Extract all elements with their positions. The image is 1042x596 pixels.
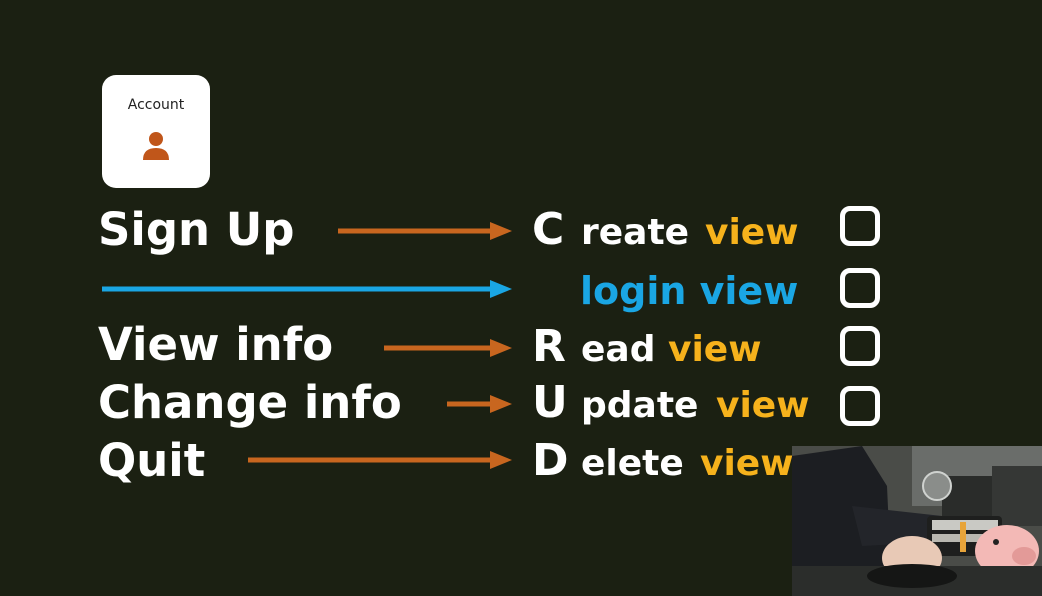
webcam-overlay bbox=[792, 446, 1042, 596]
crud-letter-d: D bbox=[532, 435, 569, 486]
crud-rest-create: reate bbox=[581, 212, 690, 253]
crud-letter-r: R bbox=[532, 321, 566, 372]
arrow-sign-up bbox=[338, 222, 512, 240]
arrow-view-info bbox=[384, 339, 512, 357]
crud-rest-read: ead bbox=[581, 329, 656, 370]
left-label-sign-up: Sign Up bbox=[98, 203, 295, 256]
crud-letter-c: C bbox=[532, 204, 565, 255]
webcam-feed-image bbox=[792, 446, 1042, 596]
crud-view-delete: view bbox=[700, 443, 794, 484]
crud-view-update: view bbox=[716, 385, 810, 426]
account-card: Account bbox=[102, 75, 210, 188]
crud-letter-u: U bbox=[532, 377, 568, 428]
arrow-change-info bbox=[447, 395, 512, 413]
left-label-change-info: Change info bbox=[98, 376, 402, 429]
crud-rest-delete: elete bbox=[581, 443, 684, 484]
left-label-quit: Quit bbox=[98, 434, 206, 487]
checkbox-read[interactable] bbox=[840, 326, 880, 366]
checkbox-create[interactable] bbox=[840, 206, 880, 246]
left-label-view-info: View info bbox=[98, 318, 334, 371]
login-view-label: login view bbox=[580, 269, 799, 313]
person-icon bbox=[143, 132, 169, 160]
arrow-login bbox=[102, 280, 512, 298]
checkbox-update[interactable] bbox=[840, 386, 880, 426]
arrow-quit bbox=[248, 451, 512, 469]
crud-rest-update: pdate bbox=[581, 385, 699, 426]
crud-view-read: view bbox=[668, 329, 762, 370]
checkbox-login[interactable] bbox=[840, 268, 880, 308]
crud-view-create: view bbox=[705, 212, 799, 253]
account-label: Account bbox=[127, 97, 185, 113]
